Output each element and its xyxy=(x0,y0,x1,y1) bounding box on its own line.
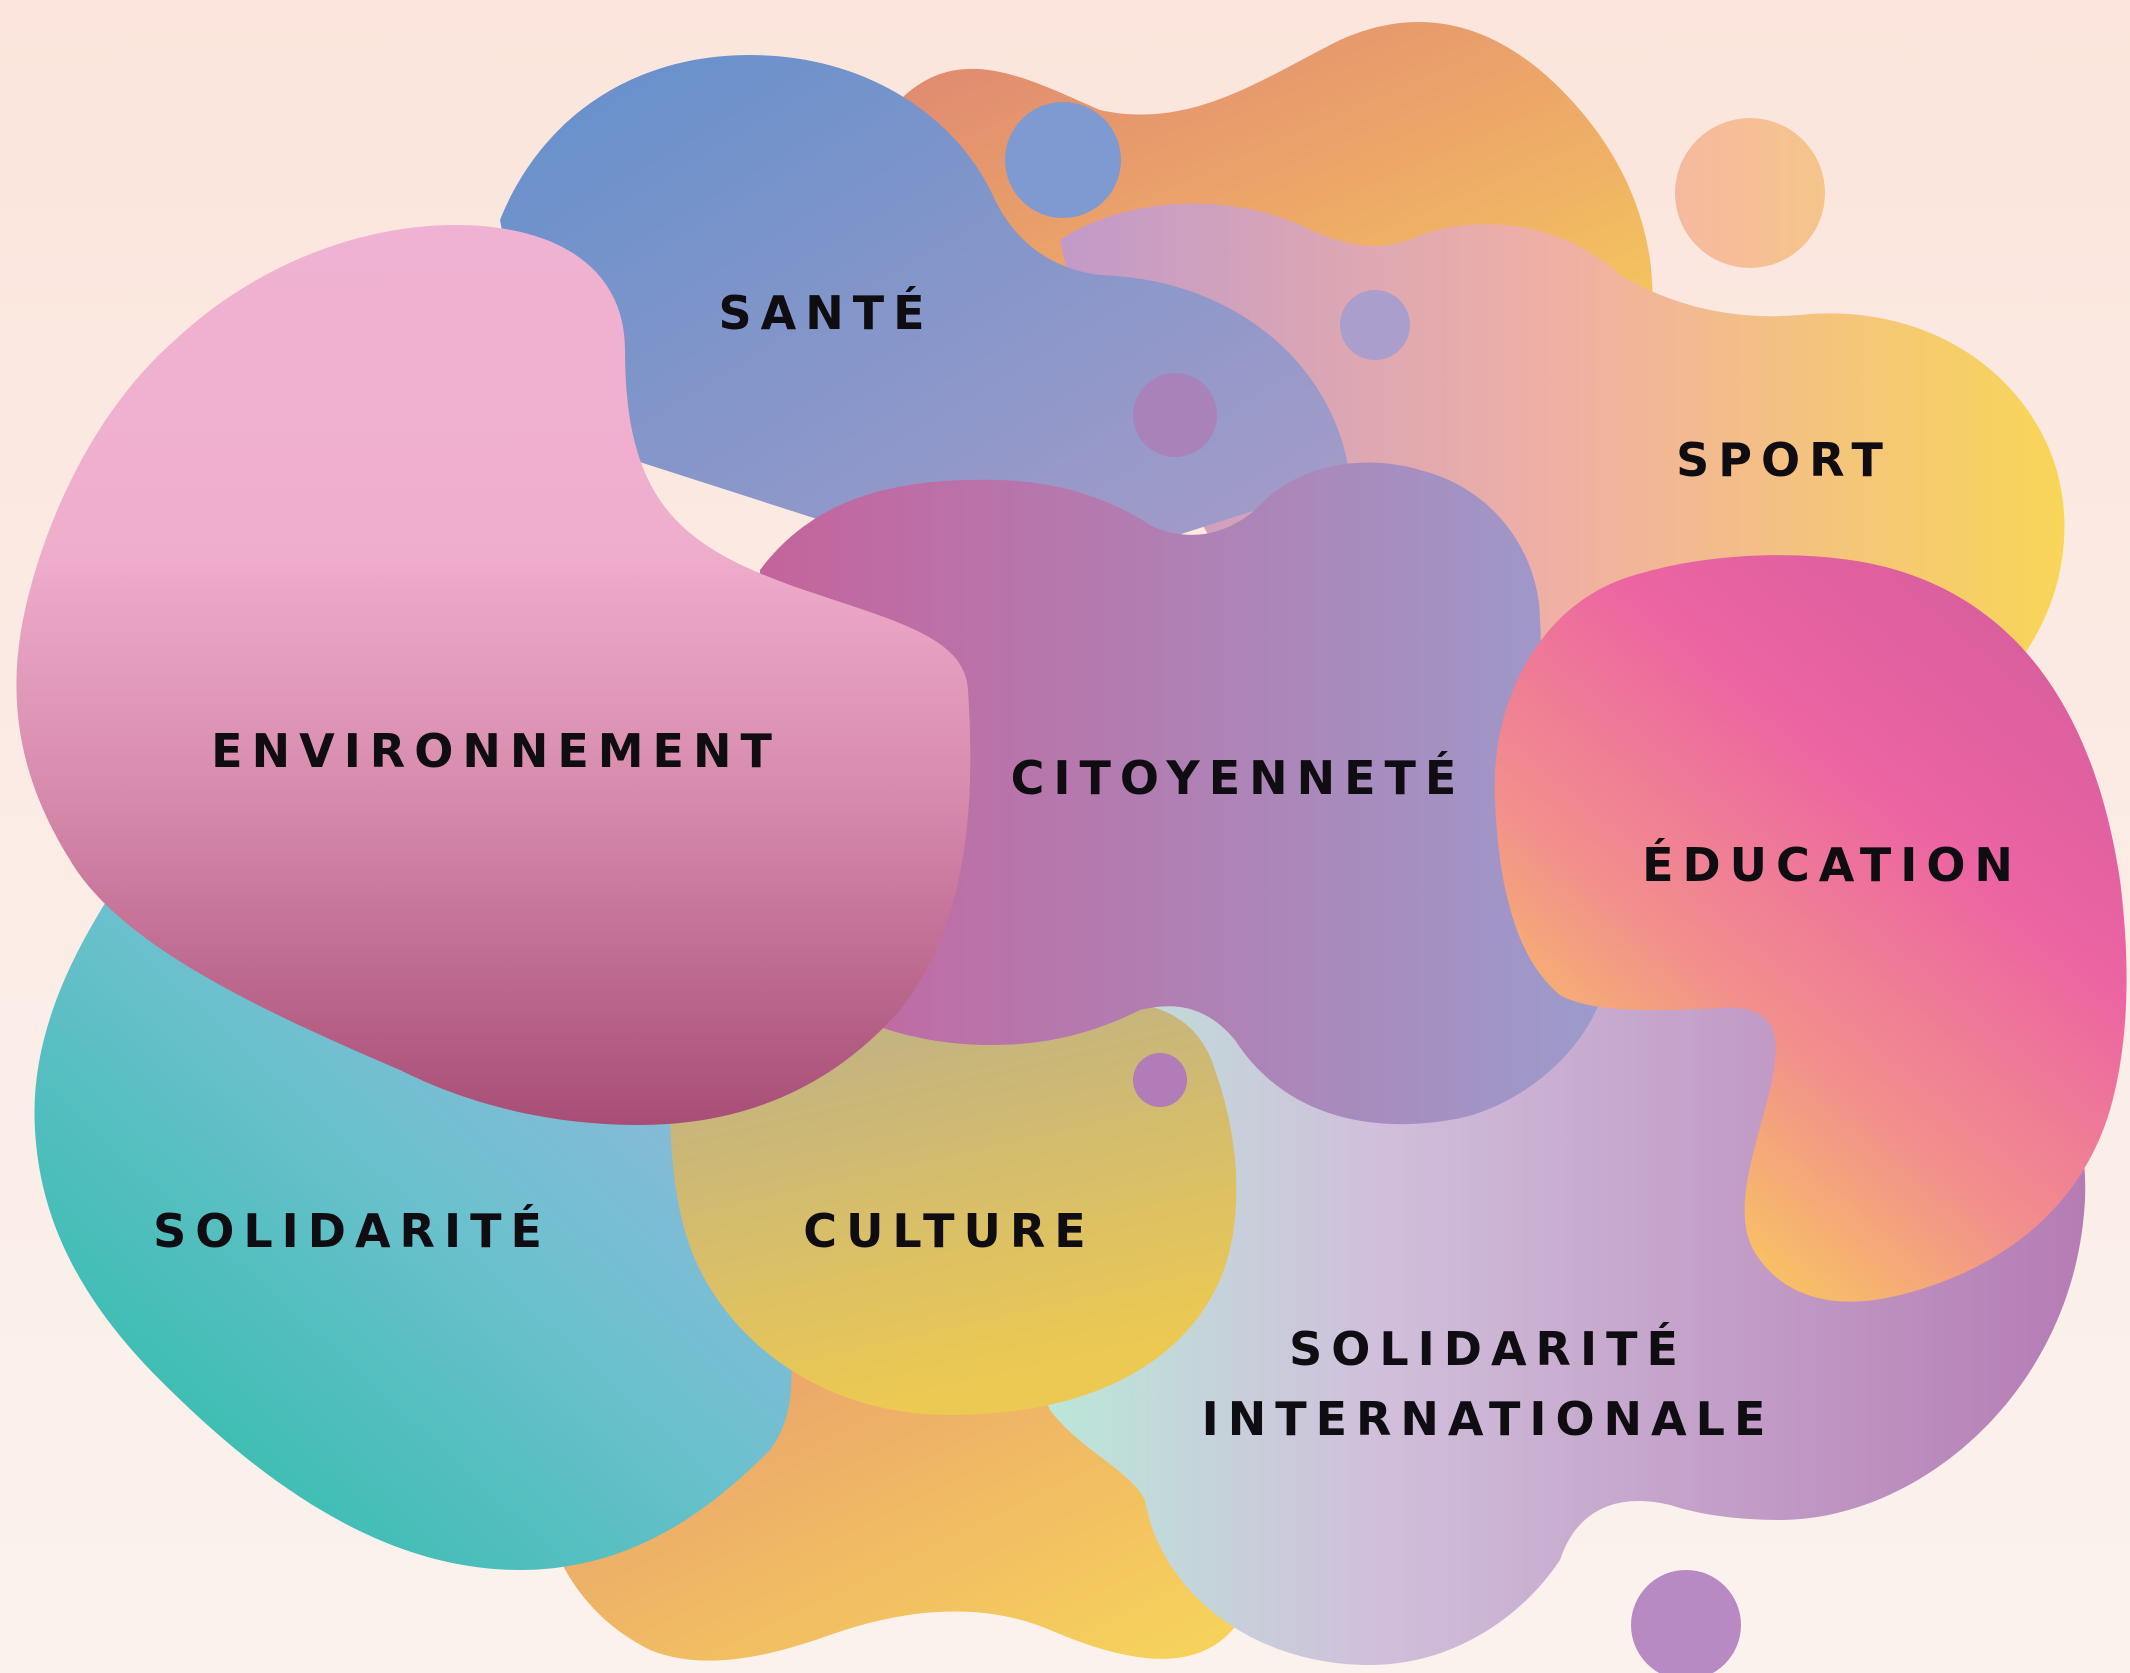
topic-label-environnement: ENVIRONNEMENT xyxy=(211,724,781,778)
topic-label-solidarite: SOLIDARITÉ xyxy=(153,1204,551,1258)
citoyennete-blob xyxy=(760,462,1610,1125)
decor-circle xyxy=(1340,290,1410,360)
topic-label-solidarite-internationale: SOLIDARITÉ INTERNATIONALE xyxy=(1202,1314,1775,1454)
decor-circle xyxy=(1005,102,1121,218)
environnement-blob xyxy=(16,225,971,1125)
topic-label-line: SOLIDARITÉ xyxy=(1289,1322,1687,1376)
topic-label-citoyennete: CITOYENNETÉ xyxy=(1010,751,1466,805)
topic-label-education: ÉDUCATION xyxy=(1642,838,2022,892)
decor-circle xyxy=(1133,373,1217,457)
topic-label-line: INTERNATIONALE xyxy=(1201,1392,1775,1446)
decor-circle xyxy=(1631,1570,1741,1673)
topic-label-culture: CULTURE xyxy=(803,1204,1095,1258)
decor-circle xyxy=(1675,118,1825,268)
culture-blob xyxy=(670,990,1237,1415)
education-blob xyxy=(1494,555,2127,1302)
decor-circle xyxy=(1133,1053,1187,1107)
topic-label-sport: SPORT xyxy=(1676,433,1892,487)
topic-label-sante: SANTÉ xyxy=(718,286,934,340)
